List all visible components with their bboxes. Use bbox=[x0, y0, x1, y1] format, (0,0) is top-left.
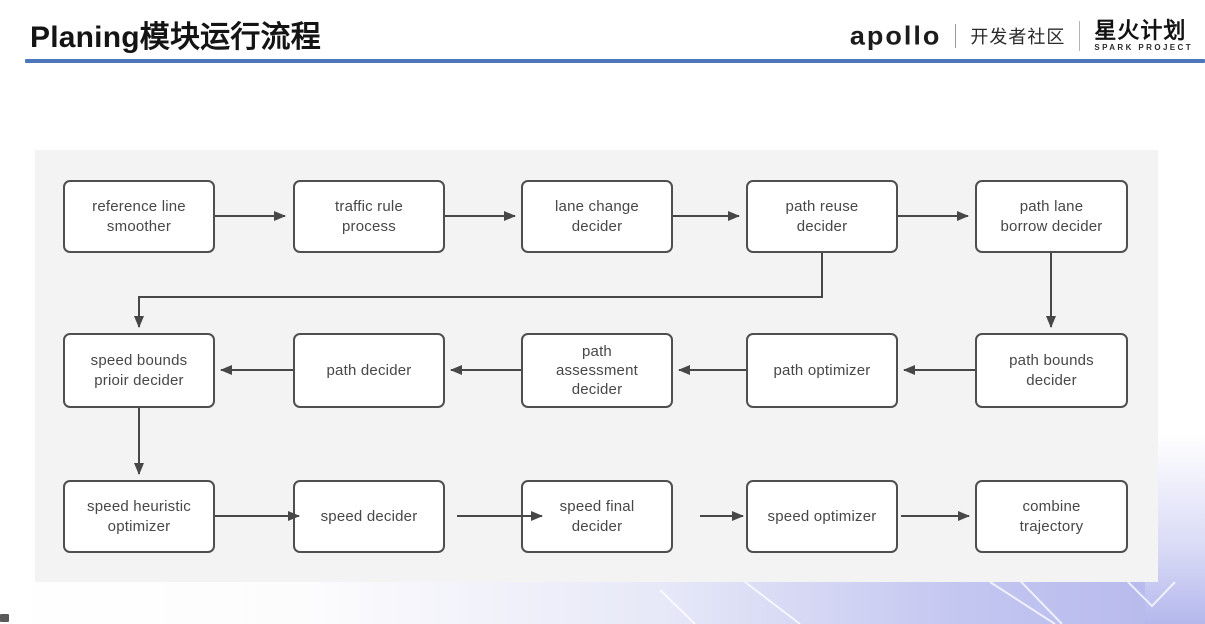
flow-node-path-reuse-decider: path reuse decider bbox=[746, 180, 898, 253]
flow-node-path-optimizer: path optimizer bbox=[746, 333, 898, 408]
flow-node-traffic-rule-process: traffic rule process bbox=[293, 180, 445, 253]
flow-node-speed-decider: speed decider bbox=[293, 480, 445, 553]
developer-community-label: 开发者社区 bbox=[970, 27, 1066, 47]
logo-divider bbox=[955, 24, 957, 48]
flow-node-label: path optimizer bbox=[773, 361, 871, 379]
flow-node-path-lane-borrow-decider: path lane borrow decider bbox=[975, 180, 1128, 253]
logo-divider bbox=[1079, 21, 1081, 51]
bottom-gradient bbox=[0, 580, 1205, 624]
flow-node-lane-change-decider: lane change decider bbox=[521, 180, 673, 253]
flow-node-label: speed decider bbox=[320, 507, 418, 525]
flow-node-label: reference line smoother bbox=[92, 198, 186, 235]
flow-node-path-assessment-decider: path assessment decider bbox=[521, 333, 673, 408]
flow-node-path-bounds-decider: path bounds decider bbox=[975, 333, 1128, 408]
diagram-panel: reference line smoother traffic rule pro… bbox=[35, 150, 1158, 582]
flow-node-reference-line-smoother: reference line smoother bbox=[63, 180, 215, 253]
accent-divider bbox=[25, 59, 1205, 63]
flow-node-label: speed final decider bbox=[559, 498, 635, 535]
corner-artifact bbox=[0, 614, 9, 622]
flow-node-path-decider: path decider bbox=[293, 333, 445, 408]
flow-node-speed-bounds-prioir-decider: speed bounds prioir decider bbox=[63, 333, 215, 408]
flow-node-label: combine trajectory bbox=[1019, 498, 1084, 535]
spark-logo-cn: 星火计划 bbox=[1094, 18, 1187, 43]
flow-node-label: path assessment decider bbox=[555, 342, 639, 399]
flow-node-speed-optimizer: speed optimizer bbox=[746, 480, 898, 553]
flow-node-label: speed heuristic optimizer bbox=[87, 498, 191, 535]
logo-cluster: apollo 开发者社区 星火计划 SPARK PROJECT bbox=[850, 16, 1193, 56]
flow-node-label: path decider bbox=[326, 361, 412, 379]
spark-project-logo: 星火计划 SPARK PROJECT bbox=[1094, 20, 1193, 52]
apollo-logo: apollo bbox=[849, 21, 942, 50]
flow-node-label: path reuse decider bbox=[785, 198, 859, 235]
flow-node-combine-trajectory: combine trajectory bbox=[975, 480, 1128, 553]
flow-node-label: speed bounds prioir decider bbox=[90, 352, 188, 389]
flow-node-label: path lane borrow decider bbox=[1000, 198, 1103, 235]
flow-node-label: path bounds decider bbox=[1009, 352, 1094, 389]
flow-node-label: traffic rule process bbox=[335, 198, 403, 235]
spark-logo-en: SPARK PROJECT bbox=[1094, 43, 1193, 52]
flow-node-speed-heuristic-optimizer: speed heuristic optimizer bbox=[63, 480, 215, 553]
arrow-elbow-reuse-to-speedbounds bbox=[134, 253, 823, 328]
flow-node-label: speed optimizer bbox=[767, 507, 877, 525]
flow-node-speed-final-decider: speed final decider bbox=[521, 480, 673, 553]
flow-node-label: lane change decider bbox=[555, 198, 639, 235]
page-title: Planing模块运行流程 bbox=[30, 21, 321, 54]
